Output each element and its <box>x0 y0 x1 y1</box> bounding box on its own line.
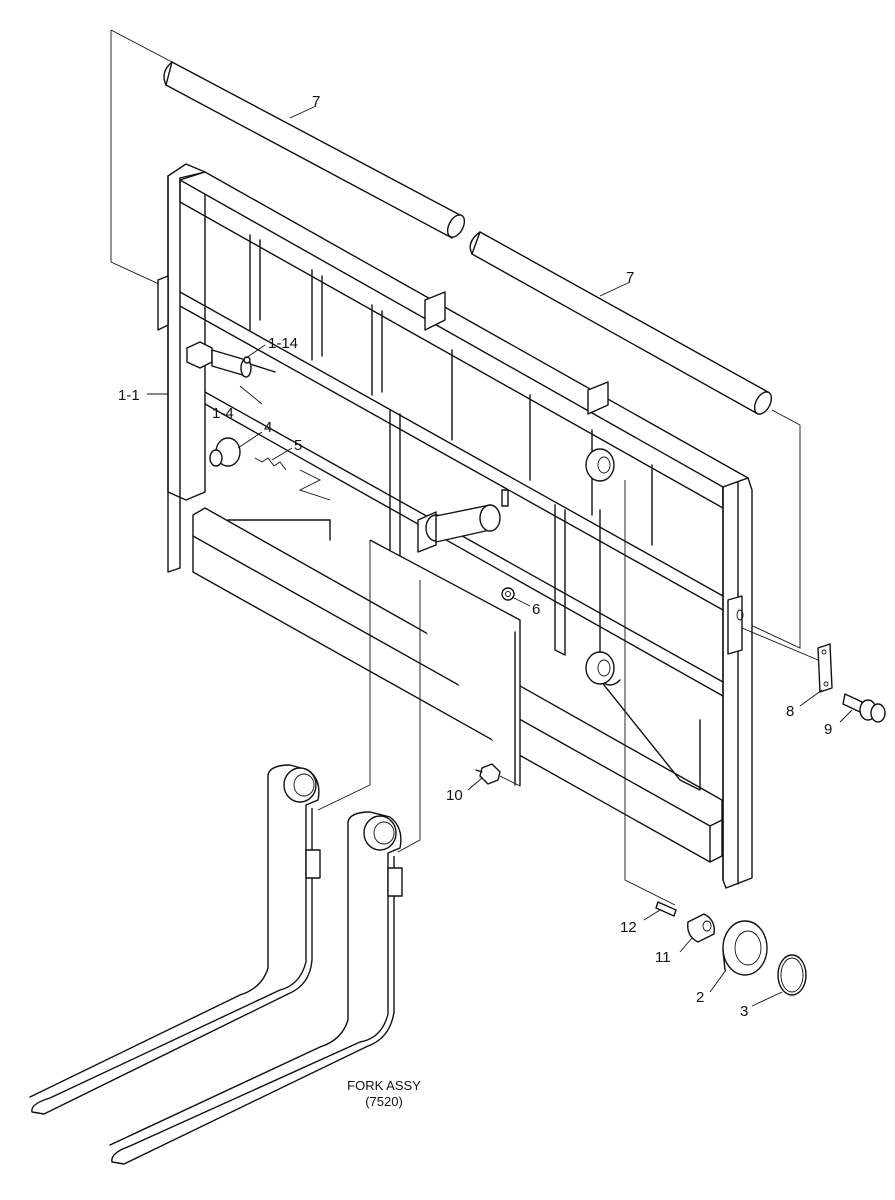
callout-1-1: 1-1 <box>118 387 140 404</box>
callout-7-upper: 7 <box>312 93 320 110</box>
shaft-upper <box>163 61 466 239</box>
fork-right <box>109 811 403 1165</box>
carriage-frame <box>157 163 753 889</box>
plate-and-bolt <box>741 627 886 723</box>
cylinder-assembly <box>186 341 276 378</box>
shaft-lower <box>469 231 773 415</box>
shaft-leader-lines <box>110 29 801 649</box>
fork-leader-lines <box>317 480 676 906</box>
callout-6: 6 <box>532 601 540 618</box>
callout-12: 12 <box>620 919 637 936</box>
fork-left <box>29 764 321 1115</box>
bearing-set <box>655 901 807 996</box>
fork-assy-caption: FORK ASSY <box>347 1078 421 1093</box>
callout-leaders <box>147 105 853 1007</box>
callout-7-lower: 7 <box>626 269 634 286</box>
callout-9: 9 <box>824 721 832 738</box>
grease-nipple <box>475 632 521 787</box>
callout-3: 3 <box>740 1003 748 1020</box>
callout-11: 11 <box>655 949 671 966</box>
callout-8: 8 <box>786 703 794 720</box>
callout-1-14: 1-14 <box>268 335 298 352</box>
slider-and-spring <box>209 437 331 501</box>
callout-5: 5 <box>294 437 302 454</box>
fork-assy-number: (7520) <box>365 1094 403 1109</box>
callout-1-4: 1-4 <box>212 405 234 422</box>
callout-10: 10 <box>446 787 463 804</box>
callout-2: 2 <box>696 989 704 1006</box>
center-bracket <box>417 489 515 601</box>
callout-4: 4 <box>264 419 272 436</box>
